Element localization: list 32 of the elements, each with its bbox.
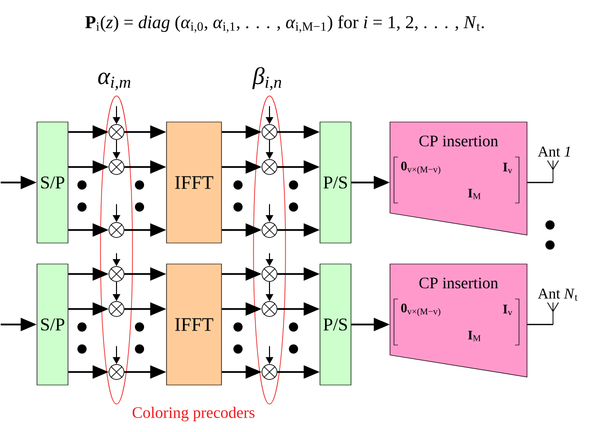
multiplier-symbol [108, 159, 124, 175]
coefficient-label: α$_{i,m}$ [98, 72, 130, 90]
matrix-entry: 0$_{v×(M−v)}$ [401, 162, 440, 174]
converter-box: P/S [320, 122, 352, 244]
multiplier-symbol [108, 301, 124, 317]
multiplier-symbol [108, 266, 124, 282]
converter-box: P/S [320, 264, 352, 386]
multiplier-symbol [262, 159, 278, 175]
line [527, 182, 553, 184]
multiplier-symbol [262, 301, 278, 317]
multiplier-symbol [108, 124, 124, 140]
multiplier-symbol [108, 222, 124, 238]
converter-box: S/P [36, 122, 68, 244]
antenna-label: Ant N$_{t}$ [538, 288, 578, 301]
multiplier-symbol [262, 266, 278, 282]
multiplier-symbol [262, 364, 278, 380]
multiplier-symbol [108, 364, 124, 380]
multiplier-symbol [262, 222, 278, 238]
ifft-box: IFFT [166, 122, 222, 244]
converter-box: S/P [36, 264, 68, 386]
matrix-entry: I$_{M}$ [468, 188, 481, 200]
annotation-label: Coloring precoders [132, 406, 254, 422]
coefficient-label: β$_{i,n}$ [252, 67, 282, 90]
antenna-label: Ant 1 [538, 146, 570, 157]
matrix-entry: 0$_{v×(M−v)}$ [401, 304, 440, 316]
matrix-entry: I$_{v}$ [503, 162, 512, 174]
matrix-entry: I$_{v}$ [503, 304, 512, 316]
multiplier-symbol [262, 124, 278, 140]
matrix-entry: I$_{M}$ [468, 330, 481, 342]
ifft-box: IFFT [166, 264, 222, 386]
formula-title: P$_{i}$(z) = diag (α$_{i,0}$, α$_{i,1}$, . . . , α$_{i,M−1}$) for i = 1, 2, . . . , N$_{t}$. [85, 15, 484, 33]
line [527, 324, 553, 326]
